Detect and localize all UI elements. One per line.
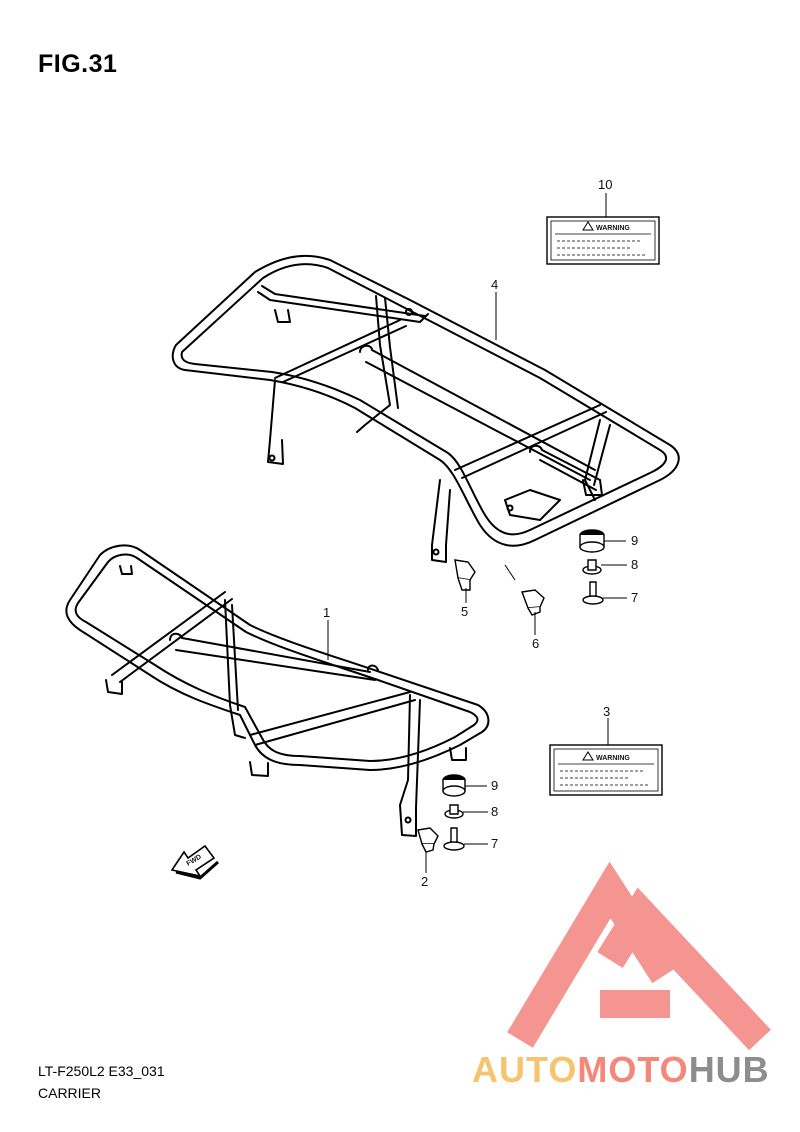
watermark-part-moto: MOTO: [577, 1049, 689, 1090]
callout-7-front: 7: [491, 836, 498, 851]
watermark-logo-bar: [600, 990, 670, 1018]
grommet-9-front-icon: [442, 774, 466, 797]
bolt-7-front-icon: [443, 827, 465, 851]
callout-8-rear: 8: [631, 557, 638, 572]
callout-9-rear: 9: [631, 533, 638, 548]
callout-7-rear: 7: [631, 590, 638, 605]
front-carrier-frame: [65, 544, 490, 837]
callout-2: 2: [421, 874, 428, 889]
warning-label-10: WARNING: [546, 216, 660, 265]
fwd-arrow-icon: FWD: [170, 844, 219, 880]
callout-3: 3: [603, 704, 610, 719]
collar-8-rear-icon: [582, 559, 602, 575]
callout-1: 1: [323, 605, 330, 620]
bolt-7-rear-icon: [582, 581, 604, 605]
figure-code: LT-F250L2 E33_031: [38, 1063, 165, 1079]
callout-4: 4: [491, 277, 498, 292]
bolt-6-icon: [521, 589, 545, 616]
watermark-logo-icon: [507, 861, 771, 1051]
leader-lines: [327, 193, 627, 873]
grommet-9-rear-icon: [579, 529, 605, 553]
warning-label-10-text: WARNING: [596, 225, 630, 232]
watermark-text: AUTOMOTOHUB: [472, 1049, 770, 1091]
bolt-2-icon: [417, 827, 439, 853]
callout-5: 5: [461, 604, 468, 619]
warning-label-3-text: WARNING: [596, 755, 630, 762]
figure-name: CARRIER: [38, 1085, 102, 1101]
watermark-part-hub: HUB: [688, 1049, 770, 1090]
bolt-5-icon: [454, 559, 476, 591]
warning-label-3: WARNING: [549, 744, 663, 796]
watermark-part-auto: AUTO: [472, 1049, 578, 1090]
callout-9-front: 9: [491, 778, 498, 793]
collar-8-front-icon: [444, 804, 464, 819]
callout-10: 10: [598, 177, 612, 192]
rear-carrier-frame: [171, 254, 680, 563]
figure-title: FIG.31: [38, 50, 118, 78]
callout-6: 6: [532, 636, 539, 651]
callout-8-front: 8: [491, 804, 498, 819]
